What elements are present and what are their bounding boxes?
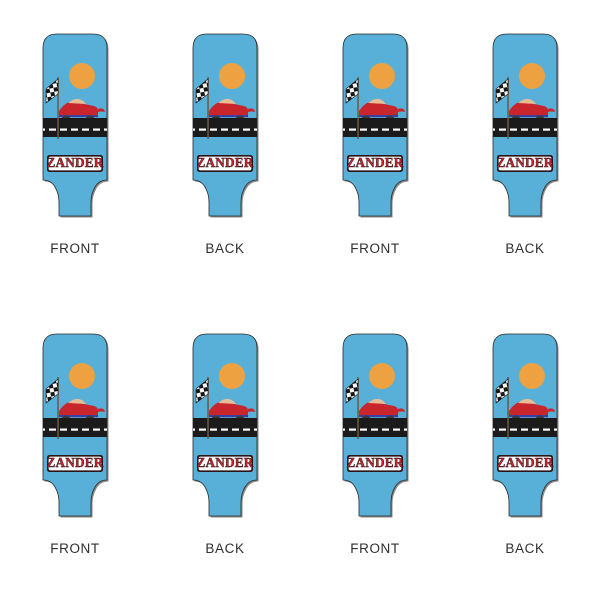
- koozie-preview-front[interactable]: ZANDER: [337, 330, 413, 522]
- road-band: [193, 418, 257, 437]
- product-item[interactable]: ZANDER FRONT: [0, 0, 150, 300]
- personalized-name: ZANDER: [47, 455, 104, 470]
- road-dashes: [343, 428, 407, 431]
- checkered-flag-icon: [45, 77, 59, 139]
- name-banner: ZANDER: [496, 155, 554, 172]
- view-label: BACK: [505, 541, 545, 556]
- road-dashes: [193, 128, 257, 131]
- koozie-artwork: ZANDER: [492, 33, 559, 218]
- product-pair: ZANDER FRONT: [300, 0, 600, 300]
- product-item[interactable]: ZANDER BACK: [450, 0, 600, 300]
- sun-icon: [369, 63, 395, 89]
- checkered-flag-icon: [495, 77, 509, 139]
- koozie-preview-back[interactable]: ZANDER: [487, 30, 563, 222]
- sun-icon: [369, 363, 395, 389]
- view-label: BACK: [205, 541, 245, 556]
- product-item[interactable]: ZANDER BACK: [450, 300, 600, 600]
- product-item[interactable]: ZANDER FRONT: [300, 300, 450, 600]
- koozie-artwork: ZANDER: [342, 33, 409, 218]
- koozie-preview-front[interactable]: ZANDER: [337, 30, 413, 222]
- view-label: FRONT: [50, 241, 100, 256]
- name-banner: ZANDER: [196, 155, 254, 172]
- road-dashes: [343, 128, 407, 131]
- sun-icon: [69, 63, 95, 89]
- view-label: FRONT: [350, 241, 400, 256]
- koozie-artwork: ZANDER: [42, 33, 109, 218]
- sun-icon: [519, 63, 545, 89]
- personalized-name: ZANDER: [497, 155, 554, 170]
- product-item[interactable]: ZANDER FRONT: [0, 300, 150, 600]
- road-dashes: [493, 428, 557, 431]
- checkered-flag-icon: [195, 77, 209, 139]
- name-banner: ZANDER: [496, 455, 554, 472]
- view-label: BACK: [505, 241, 545, 256]
- road-dashes: [193, 428, 257, 431]
- name-banner: ZANDER: [46, 155, 104, 172]
- view-label: FRONT: [50, 541, 100, 556]
- road-band: [43, 418, 107, 437]
- road-band: [193, 118, 257, 137]
- personalized-name: ZANDER: [347, 155, 404, 170]
- koozie-artwork: ZANDER: [192, 333, 259, 518]
- personalized-name: ZANDER: [197, 455, 254, 470]
- road-band: [493, 418, 557, 437]
- name-banner: ZANDER: [196, 455, 254, 472]
- product-pair: ZANDER FRONT: [0, 0, 300, 300]
- koozie-preview-back[interactable]: ZANDER: [487, 330, 563, 522]
- road-band: [343, 118, 407, 137]
- product-item[interactable]: ZANDER BACK: [150, 300, 300, 600]
- road-band: [493, 118, 557, 137]
- road-band: [43, 118, 107, 137]
- sun-icon: [519, 363, 545, 389]
- checkered-flag-icon: [345, 77, 359, 139]
- view-label: FRONT: [350, 541, 400, 556]
- racecar-icon: [509, 98, 555, 125]
- road-band: [343, 418, 407, 437]
- road-dashes: [43, 128, 107, 131]
- sun-icon: [219, 363, 245, 389]
- personalized-name: ZANDER: [497, 455, 554, 470]
- road-dashes: [43, 428, 107, 431]
- name-banner: ZANDER: [46, 455, 104, 472]
- koozie-preview-front[interactable]: ZANDER: [37, 330, 113, 522]
- sun-icon: [69, 363, 95, 389]
- view-label: BACK: [205, 241, 245, 256]
- koozie-preview-front[interactable]: ZANDER: [37, 30, 113, 222]
- checkered-flag-icon: [195, 377, 209, 439]
- road-dashes: [493, 128, 557, 131]
- product-item[interactable]: ZANDER BACK: [150, 0, 300, 300]
- checkered-flag-icon: [495, 377, 509, 439]
- name-banner: ZANDER: [346, 455, 404, 472]
- koozie-artwork: ZANDER: [42, 333, 109, 518]
- koozie-artwork: ZANDER: [492, 333, 559, 518]
- product-pair: ZANDER FRONT: [300, 300, 600, 600]
- name-banner: ZANDER: [346, 155, 404, 172]
- checkered-flag-icon: [45, 377, 59, 439]
- koozie-preview-back[interactable]: ZANDER: [187, 30, 263, 222]
- checkered-flag-icon: [345, 377, 359, 439]
- personalized-name: ZANDER: [47, 155, 104, 170]
- koozie-artwork: ZANDER: [192, 33, 259, 218]
- sun-icon: [219, 63, 245, 89]
- koozie-artwork: ZANDER: [342, 333, 409, 518]
- product-pair: ZANDER FRONT: [0, 300, 300, 600]
- product-item[interactable]: ZANDER FRONT: [300, 0, 450, 300]
- personalized-name: ZANDER: [347, 455, 404, 470]
- personalized-name: ZANDER: [197, 155, 254, 170]
- koozie-preview-back[interactable]: ZANDER: [187, 330, 263, 522]
